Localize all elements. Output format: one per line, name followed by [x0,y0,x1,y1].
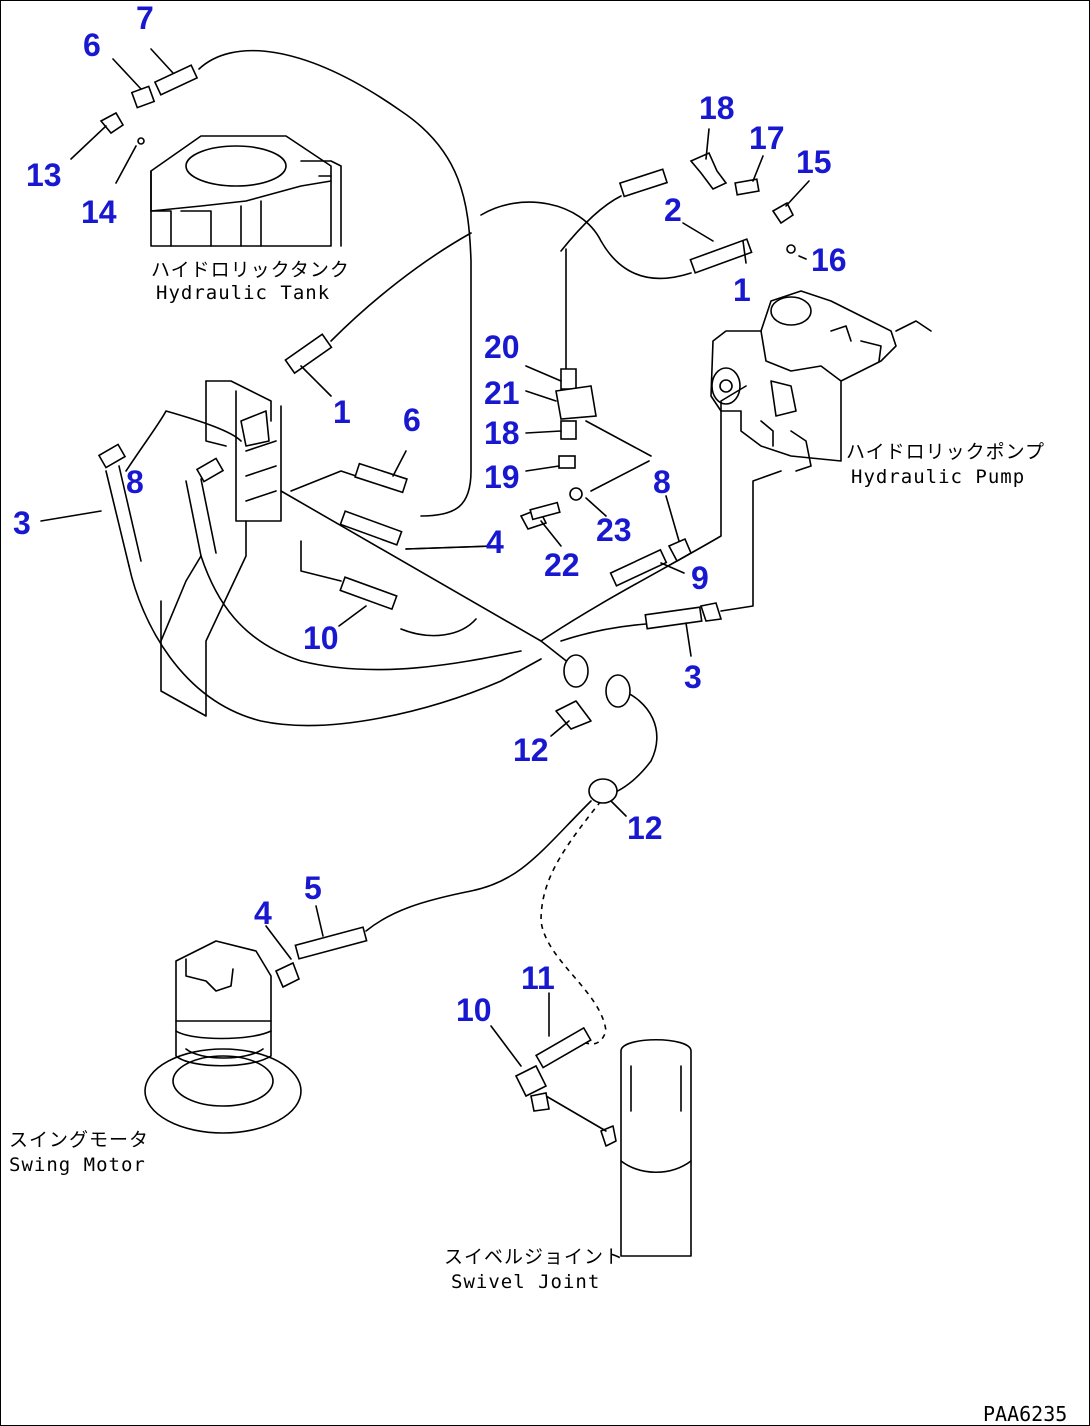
callout-numbers: 7 6 13 14 18 17 15 2 16 1 20 21 18 19 1 … [13,1,847,1028]
callout-5: 5 [304,870,322,906]
callout-6-mid: 6 [403,402,421,438]
callout-1: 1 [733,272,751,308]
hydraulic-tank-label-en: Hydraulic Tank [156,282,330,304]
callout-20: 20 [484,329,520,365]
callout-3-right: 3 [684,659,702,695]
callout-9: 9 [691,560,709,596]
callout-8-right: 8 [653,464,671,500]
callout-13: 13 [26,157,62,193]
callout-10-swivel: 10 [456,992,492,1028]
callout-22: 22 [544,547,580,583]
callout-10-mid: 10 [303,620,339,656]
callout-23: 23 [596,512,632,548]
hose-lines [125,49,782,1132]
callout-6: 6 [83,27,101,63]
hydraulic-tank-drawing [150,135,342,247]
callout-18: 18 [699,90,735,126]
hydraulic-pump-label-en: Hydraulic Pump [851,466,1025,488]
leader-lines [40,48,810,1067]
callout-11: 11 [521,960,555,996]
callout-21: 21 [484,375,520,411]
callout-7: 7 [136,1,154,36]
callout-4-mid: 4 [486,524,504,560]
hydraulic-pump-label-jp: ハイドロリックポンプ [846,441,1045,463]
component-labels: ハイドロリックタンク Hydraulic Tank ハイドロリックポンプ Hyd… [9,259,1067,1425]
swing-motor-drawing [144,940,302,1134]
swivel-joint-drawing [600,1038,692,1257]
swing-motor-label-en: Swing Motor [9,1154,146,1176]
callout-19: 19 [484,459,520,495]
swivel-joint-label-jp: スイベルジョイント [444,1246,624,1268]
swivel-joint-label-en: Swivel Joint [451,1271,600,1293]
drawing-code: PAA6235 [983,1402,1067,1425]
callout-16: 16 [811,242,847,278]
callout-17: 17 [749,120,785,156]
hydraulic-pump-drawing [710,290,932,472]
swing-motor-label-jp: スイングモータ [9,1129,149,1151]
callout-12-lower: 12 [627,810,663,846]
callout-14: 14 [81,194,117,230]
hydraulic-tank-label-jp: ハイドロリックタンク [151,259,350,281]
callout-8-left: 8 [126,464,144,500]
control-valve-drawing [160,380,282,717]
callout-3-left: 3 [13,505,31,541]
callout-15: 15 [796,144,832,180]
callout-2: 2 [664,192,682,228]
callout-12: 12 [513,732,549,768]
callout-4-swing: 4 [254,895,272,931]
callout-18-lower: 18 [484,415,520,451]
callout-1-left: 1 [333,394,351,430]
fittings [97,64,796,1112]
